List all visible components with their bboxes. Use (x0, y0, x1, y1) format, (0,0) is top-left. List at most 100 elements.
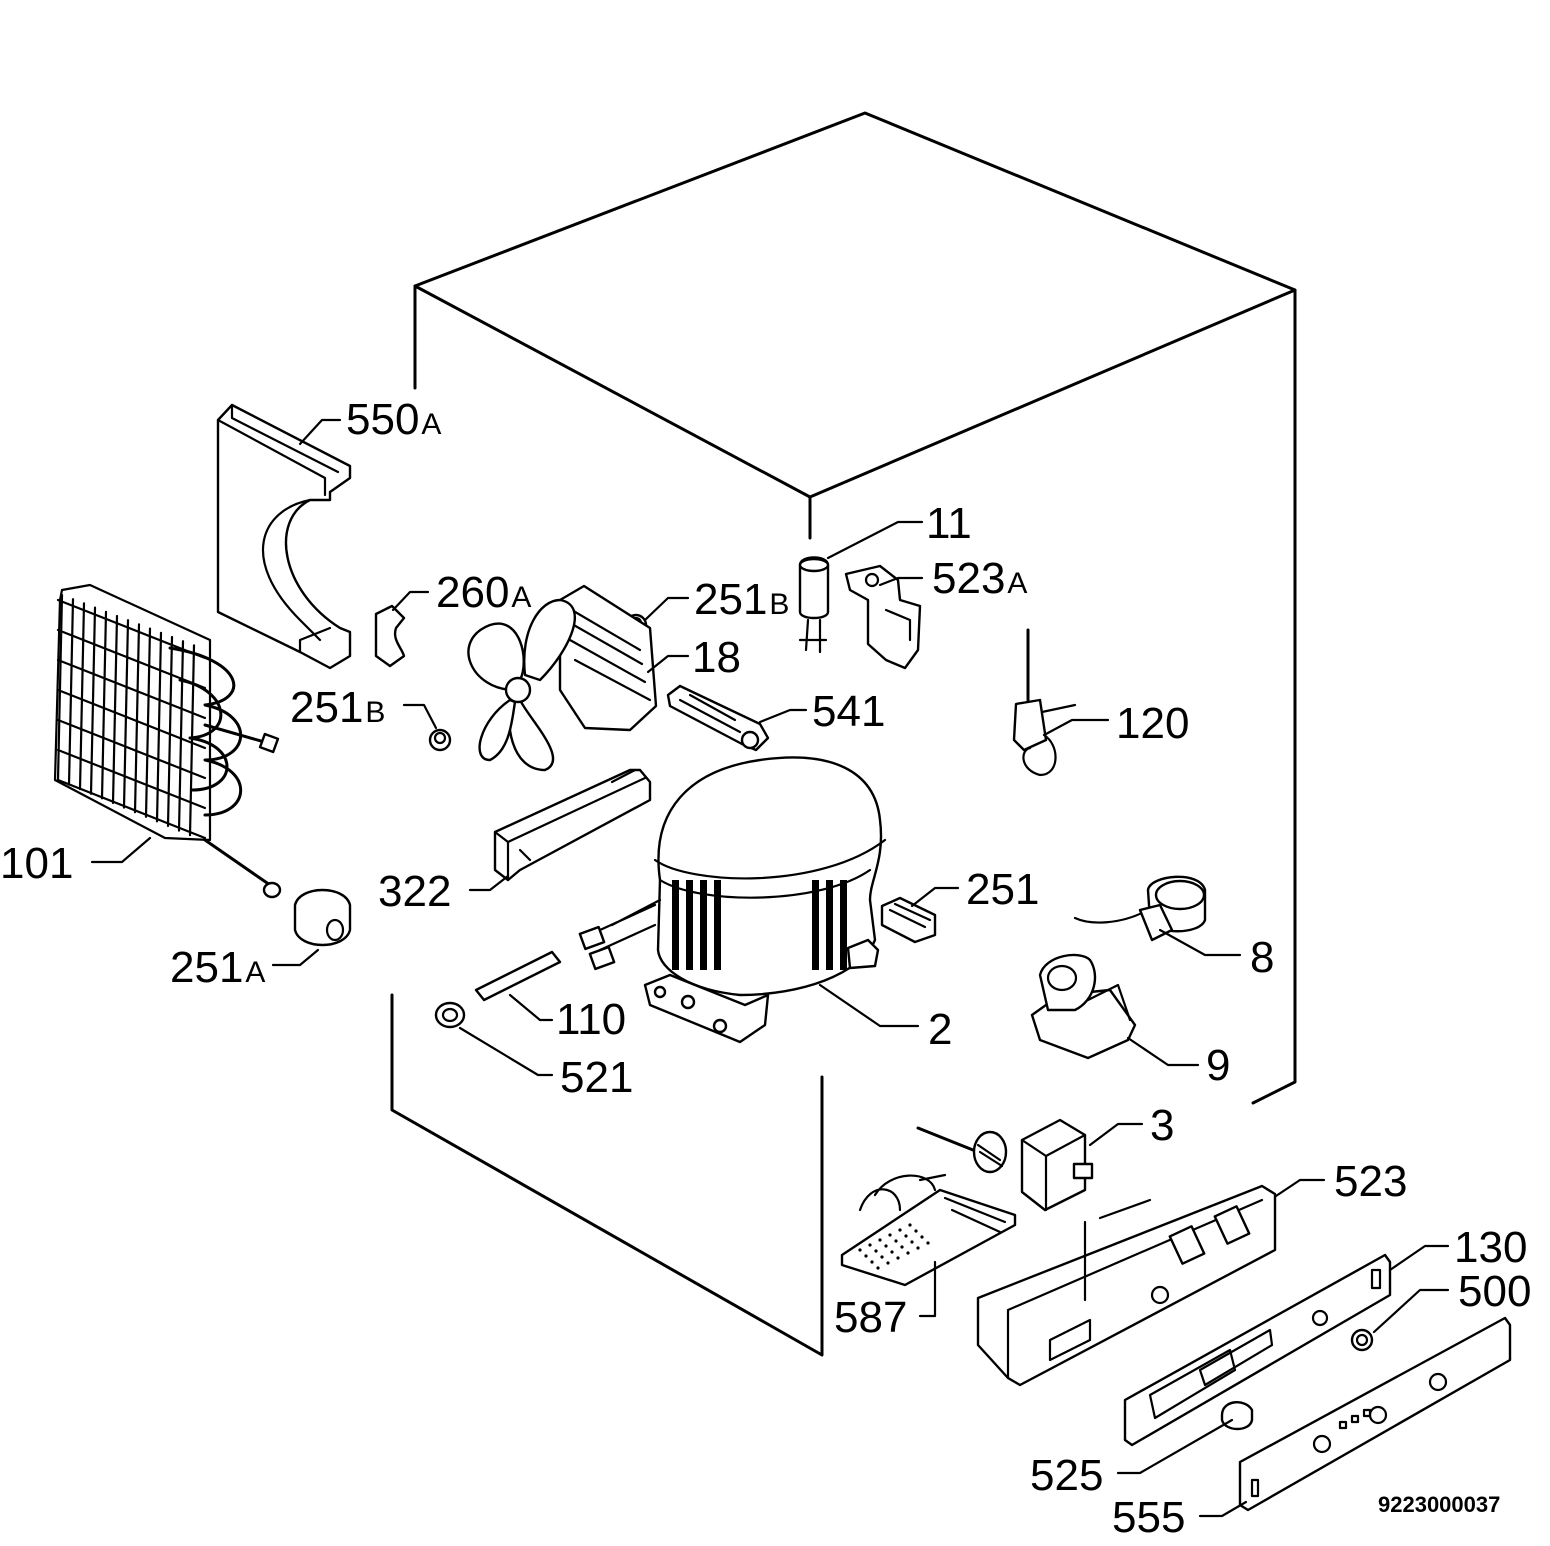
sensor-120 (1012, 628, 1077, 777)
label-523a: 523A (932, 554, 1027, 603)
label-2: 2 (928, 1005, 952, 1054)
condenser-tube (56, 748, 207, 810)
terminal-dot (864, 1254, 868, 1258)
thermostat-3 (916, 1118, 1094, 1212)
button-525 (1220, 1401, 1254, 1431)
condenser-wire (133, 623, 141, 814)
condenser-wire (78, 602, 86, 791)
cabinet-outline (390, 111, 1297, 1357)
bracket-523a (844, 564, 922, 670)
condenser-wire (111, 614, 119, 805)
condenser-tube (56, 598, 207, 660)
compressor-shade (812, 880, 819, 970)
terminal-dot (858, 1248, 862, 1252)
terminal-dot (876, 1266, 880, 1270)
condenser-tube (56, 658, 207, 720)
condenser-tube (56, 718, 207, 780)
label-8: 8 (1250, 933, 1274, 982)
terminal-dot (900, 1245, 904, 1249)
compressor-shade (686, 880, 693, 970)
duct-550a (216, 403, 352, 670)
terminal-dot (896, 1256, 900, 1260)
terminal-dot (906, 1251, 910, 1255)
compressor-shade (826, 880, 833, 970)
label-3: 3 (1150, 1101, 1174, 1150)
label-521: 521 (560, 1053, 633, 1102)
part-labels: 550A 11 523A 260A 251B 18 251B 541 120 1… (0, 395, 1531, 1542)
knob-500 (1350, 1328, 1374, 1352)
label-587: 587 (834, 1293, 907, 1342)
protector-8 (1073, 875, 1207, 942)
terminal-dot (894, 1239, 898, 1243)
label-541: 541 (812, 687, 885, 736)
condenser-wire (122, 619, 130, 809)
connector-251 (880, 896, 937, 944)
condenser-tube (56, 688, 207, 750)
plug-521 (434, 1001, 466, 1029)
grommet-251b-lower (428, 728, 452, 752)
terminal-dot (880, 1255, 884, 1259)
bracket-322 (493, 768, 652, 882)
compressor-shade (672, 880, 679, 970)
terminal-dot (878, 1238, 882, 1242)
condenser-tube (56, 628, 207, 690)
label-555: 555 (1112, 1493, 1185, 1542)
terminal-dot (870, 1260, 874, 1264)
label-322: 322 (378, 867, 451, 916)
label-550a: 550A (346, 395, 441, 444)
terminal-dot (888, 1233, 892, 1237)
grommet-251a (293, 888, 352, 947)
leader-lines (90, 418, 1450, 1518)
terminal-dot (916, 1246, 920, 1250)
terminal-dot (910, 1240, 914, 1244)
housing-523 (976, 1184, 1277, 1387)
pin-110 (474, 950, 562, 1002)
condenser-wire (100, 610, 108, 800)
label-251a: 251A (170, 943, 265, 992)
label-120: 120 (1116, 699, 1189, 748)
label-110: 110 (556, 995, 626, 1044)
clip-260a (374, 604, 406, 668)
terminal-dot (886, 1261, 890, 1265)
fan-motor-18 (467, 584, 658, 772)
label-9: 9 (1206, 1041, 1230, 1090)
condenser-tube (56, 778, 207, 840)
compressor-shade (840, 880, 847, 970)
condenser-wire (144, 627, 152, 818)
label-11: 11 (926, 499, 972, 548)
terminal-dot (898, 1228, 902, 1232)
condenser-wire (166, 635, 174, 828)
document-code: 9223000037 (1378, 1492, 1500, 1517)
label-130: 130 (1454, 1223, 1527, 1272)
label-523: 523 (1334, 1157, 1407, 1206)
label-18: 18 (692, 633, 741, 682)
terminal-dot (904, 1234, 908, 1238)
relay-9 (1030, 953, 1137, 1060)
condenser-wire (177, 640, 185, 832)
terminal-dot (920, 1235, 924, 1239)
compressor-2 (578, 756, 887, 1044)
compressor-shade (700, 880, 707, 970)
bracket-541 (666, 684, 770, 752)
label-260a: 260A (436, 568, 531, 617)
condenser-wire (89, 606, 97, 795)
label-251b-upper: 251B (694, 575, 789, 624)
condenser-wire (188, 644, 196, 837)
label-251b-lower: 251B (290, 683, 385, 732)
terminal-dot (914, 1229, 918, 1233)
label-101: 101 (0, 839, 73, 888)
terminal-dot (868, 1243, 872, 1247)
compressor-shade (714, 880, 721, 970)
terminal-dot (884, 1244, 888, 1248)
terminal-dot (908, 1223, 912, 1227)
terminal-block-587 (840, 1173, 1017, 1287)
condenser-wire (155, 631, 163, 823)
component-11 (798, 556, 830, 654)
terminal-dot (926, 1241, 930, 1245)
label-525: 525 (1030, 1451, 1103, 1500)
label-500: 500 (1458, 1267, 1531, 1316)
condenser-101 (53, 583, 282, 899)
label-251: 251 (966, 865, 1039, 914)
panel-130 (1123, 1253, 1392, 1447)
